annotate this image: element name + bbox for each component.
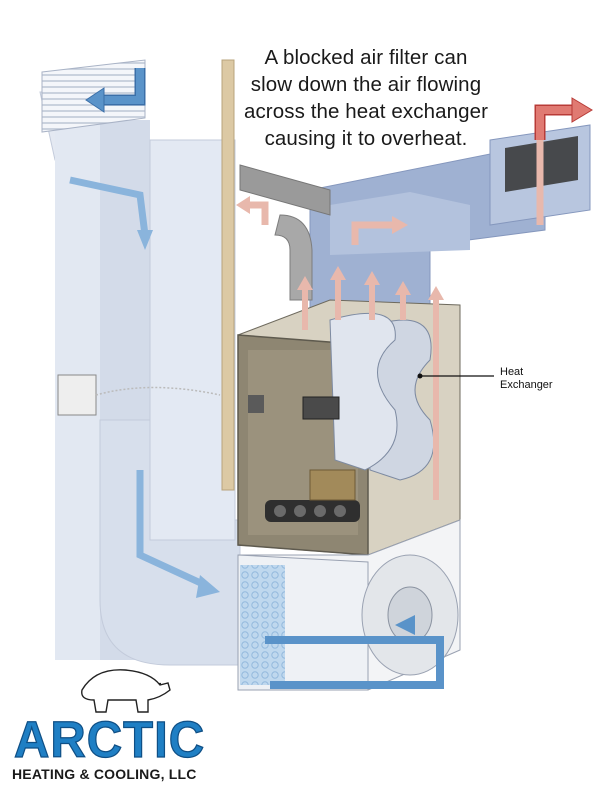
air-filter <box>240 565 285 685</box>
flue-pipe <box>221 59 331 491</box>
caption-line: slow down the air flowing <box>250 73 482 96</box>
caption-line: across the heat exchanger <box>243 100 489 123</box>
heat-exchanger <box>329 312 435 481</box>
callout-line: Heat <box>500 366 524 378</box>
control-module <box>248 395 340 420</box>
brand-tagline: HEATING & COOLING, LLC <box>12 766 197 782</box>
warm-airflow-arrows <box>236 130 544 500</box>
caption-line: causing it to overheat. <box>264 127 468 150</box>
brand-name: ARCTIC <box>13 711 206 769</box>
heat-exchanger-callout: Heat Exchanger <box>500 366 590 392</box>
burner-assembly <box>265 469 360 522</box>
thermostat <box>57 374 221 416</box>
brand-logo: ARCTIC HEATING & COOLING, LLC <box>8 690 228 790</box>
polar-bear-icon <box>81 669 171 713</box>
hot-airflow-arrow <box>534 97 593 140</box>
callout-line: Exchanger <box>500 379 553 391</box>
cold-airflow-arrows <box>69 68 444 689</box>
diagram-caption: A blocked air filter can slow down the a… <box>236 44 496 152</box>
caption-line: A blocked air filter can <box>264 46 468 69</box>
callout-leader-dot <box>417 373 423 379</box>
